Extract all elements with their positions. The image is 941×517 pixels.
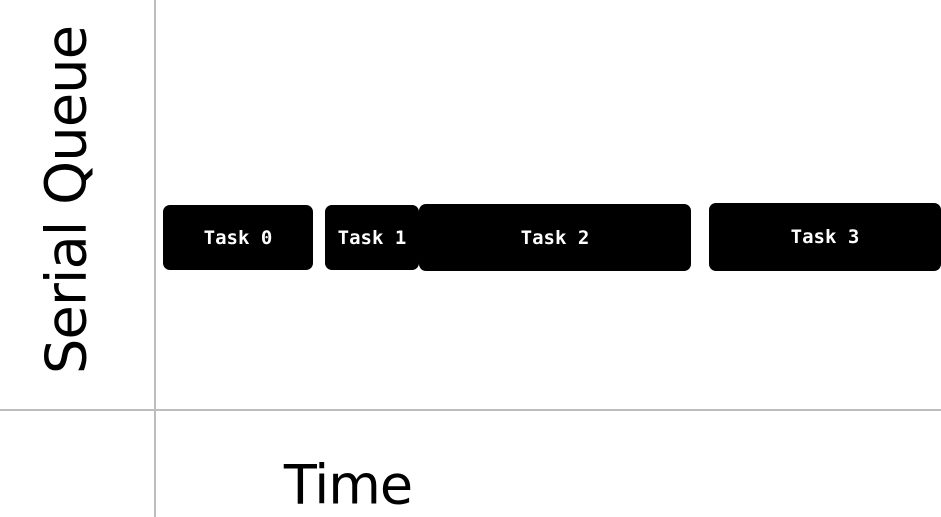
- vertical-axis-line: [154, 0, 156, 517]
- task-block-0: Task 0: [163, 205, 313, 270]
- x-axis-label: Time: [283, 453, 413, 517]
- task-block-2: Task 2: [419, 204, 691, 271]
- task-block-3: Task 3: [709, 203, 941, 271]
- task-block-1: Task 1: [325, 205, 419, 270]
- y-axis-label: Serial Queue: [34, 25, 100, 375]
- horizontal-axis-line: [0, 409, 941, 411]
